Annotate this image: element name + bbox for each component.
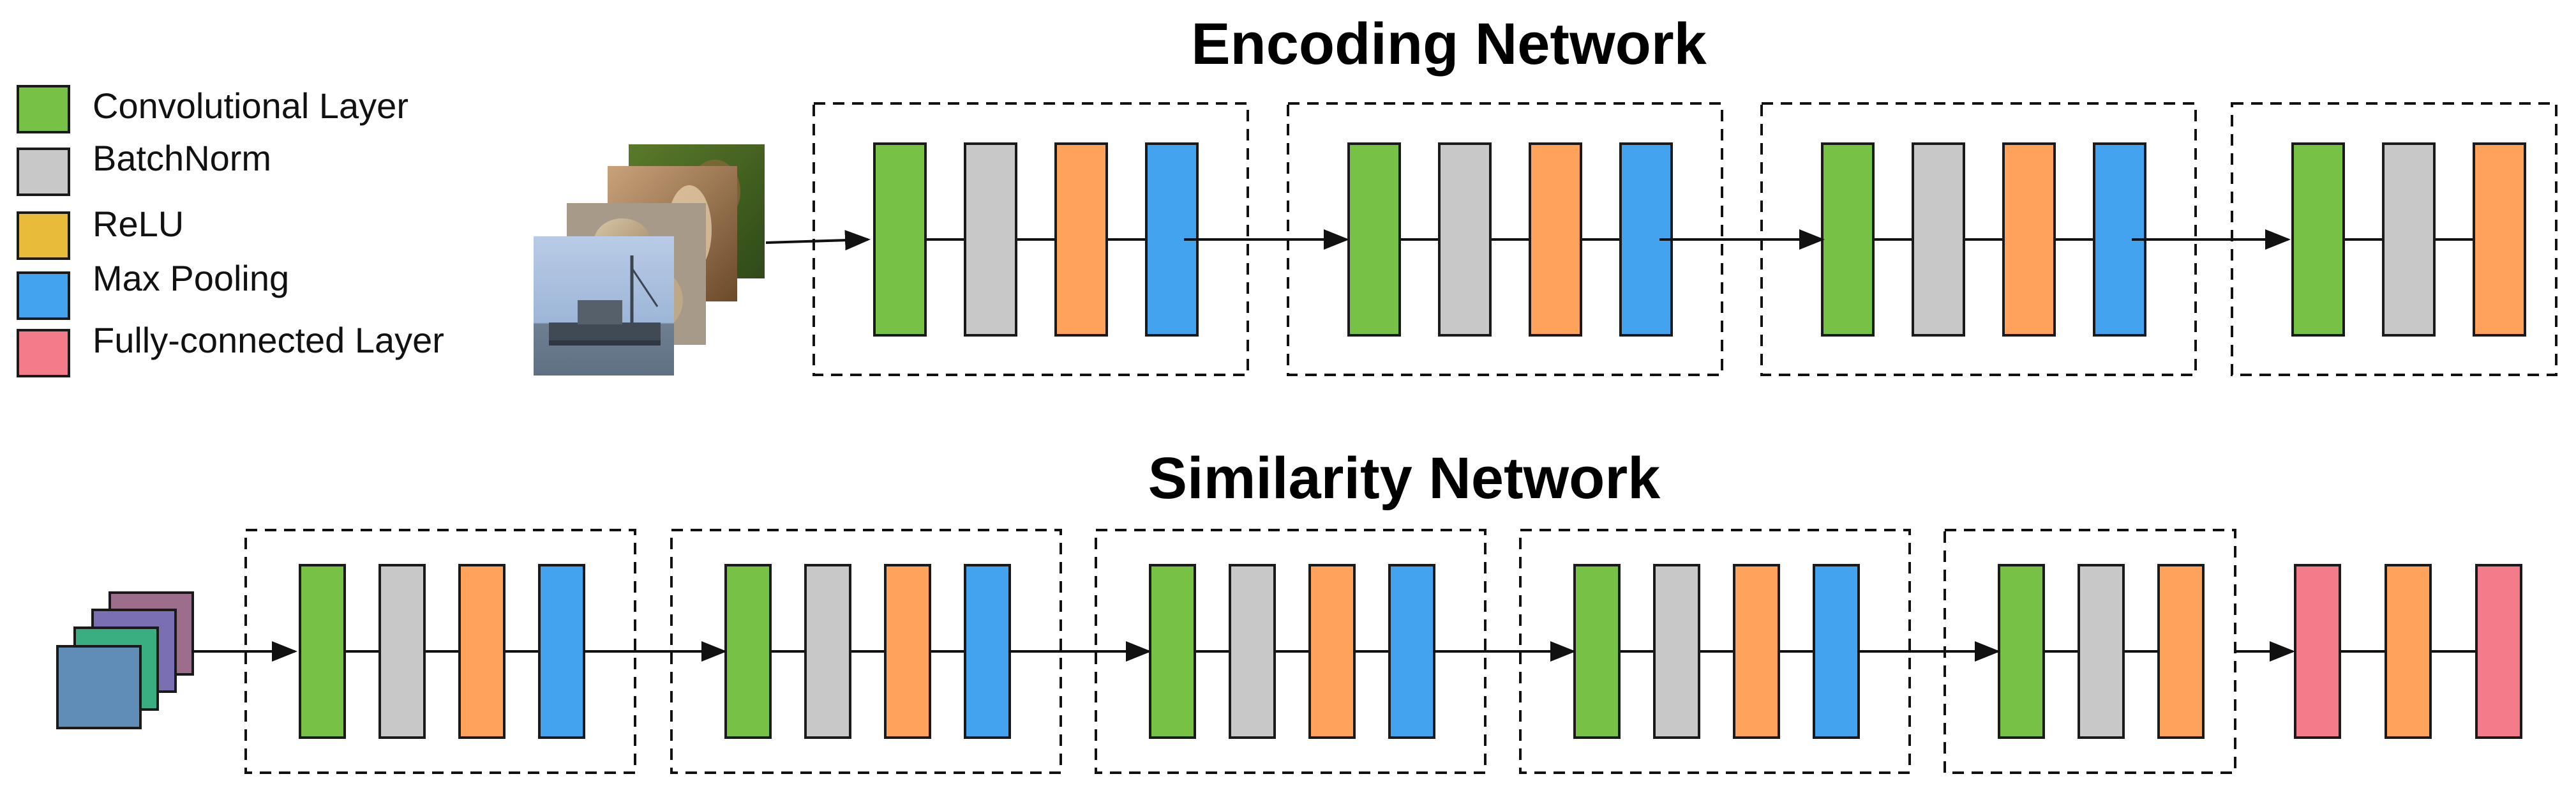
dashed-stage-box	[1519, 529, 1911, 774]
relu-block	[884, 564, 931, 739]
conv-layer-block	[724, 564, 772, 739]
legend-label: Convolutional Layer	[93, 86, 408, 126]
encoding-stage-1	[812, 102, 1249, 376]
similarity-stage-1	[244, 529, 636, 774]
conv-layer-block	[873, 142, 927, 337]
conv-layer-block	[299, 564, 346, 739]
legend-item-maxpool: Max Pooling	[17, 258, 289, 320]
legend-item-relu_legend: ReLU	[17, 204, 184, 260]
legend-label: ReLU	[93, 204, 184, 244]
relu-block	[458, 564, 505, 739]
max-pooling-block	[1813, 564, 1860, 739]
legend-swatch	[17, 329, 70, 377]
legend-label: Max Pooling	[93, 258, 289, 298]
relu-block	[2385, 564, 2432, 739]
similarity-stage-5	[1943, 529, 2236, 774]
legend-item-fc: Fully-connected Layer	[17, 320, 444, 377]
max-pooling-block	[1388, 564, 1435, 739]
legend-swatch	[17, 211, 70, 260]
flow-arrow	[765, 230, 871, 251]
dashed-stage-box	[670, 529, 1062, 774]
batchnorm-block	[1438, 142, 1492, 337]
max-pooling-block	[964, 564, 1011, 739]
similarity-stage-3	[1095, 529, 1486, 774]
similarity-head	[2294, 564, 2522, 739]
batchnorm-block	[378, 564, 426, 739]
dashed-stage-box	[812, 102, 1249, 376]
legend-swatch	[17, 85, 70, 133]
legend-swatch	[17, 271, 70, 320]
dashed-stage-box	[1095, 529, 1486, 774]
conv-layer-block	[1347, 142, 1401, 337]
legend-item-batchnorm: BatchNorm	[17, 138, 271, 196]
conv-layer-block	[1998, 564, 2045, 739]
batchnorm-block	[804, 564, 851, 739]
encoding-input-image-stack	[534, 144, 765, 376]
encoding-stage-3	[1760, 102, 2197, 376]
relu-block	[2473, 142, 2526, 337]
relu-block	[1733, 564, 1780, 739]
dashed-stage-box	[244, 529, 636, 774]
legend-label: Fully-connected Layer	[93, 320, 444, 360]
conv-layer-block	[1573, 564, 1621, 739]
batchnorm-block	[2382, 142, 2436, 337]
relu-block	[1308, 564, 1356, 739]
relu-block	[1529, 142, 1582, 337]
batchnorm-block	[1653, 564, 1700, 739]
similarity-stage-4	[1519, 529, 1911, 774]
encoding-network	[765, 102, 2557, 376]
batchnorm-block	[2078, 564, 2125, 739]
relu-block	[2002, 142, 2056, 337]
relu-block	[1054, 142, 1108, 337]
encoding-stage-4	[2231, 102, 2557, 376]
input-image-1-ship	[534, 236, 674, 376]
feature-map-square	[56, 645, 142, 729]
batchnorm-block	[1229, 564, 1276, 739]
batchnorm-block	[964, 142, 1017, 337]
similarity-network-title: Similarity Network	[1148, 446, 1661, 511]
max-pooling-block	[538, 564, 585, 739]
conv-layer-block	[1149, 564, 1196, 739]
similarity-network	[191, 529, 2522, 774]
similarity-stage-2	[670, 529, 1062, 774]
legend-swatch	[17, 148, 70, 196]
similarity-input-feature-stack	[56, 591, 194, 729]
fully-connected-block	[2294, 564, 2341, 739]
relu-block	[2157, 564, 2205, 739]
legend-item-conv: Convolutional Layer	[17, 85, 408, 133]
legend-label: BatchNorm	[93, 138, 271, 178]
conv-layer-block	[1821, 142, 1875, 337]
fully-connected-block	[2475, 564, 2522, 739]
encoding-stage-2	[1287, 102, 1723, 376]
conv-layer-block	[2291, 142, 2345, 337]
batchnorm-block	[1912, 142, 1965, 337]
encoding-network-title: Encoding Network	[1191, 11, 1707, 77]
